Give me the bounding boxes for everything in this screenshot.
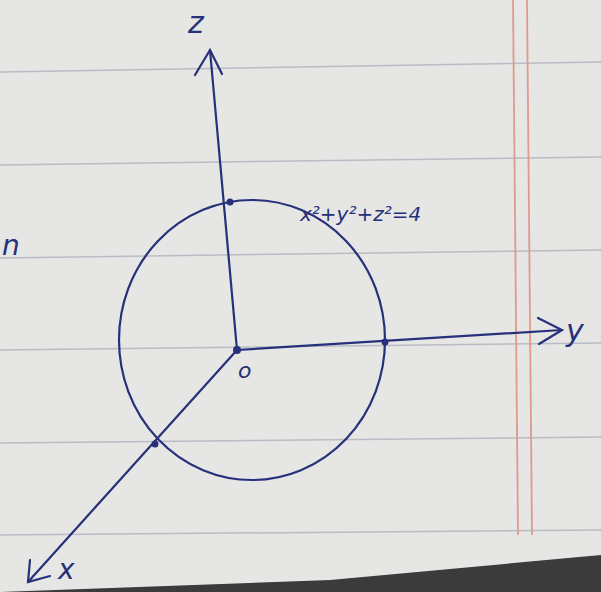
y-arrowhead [538, 318, 562, 344]
origin-label: o [238, 360, 251, 382]
z-axis [210, 50, 237, 350]
axis-label: y [566, 316, 584, 346]
page-edge [0, 555, 601, 592]
ruled-lines [0, 62, 601, 535]
margin-note: n [2, 232, 20, 260]
margin-lines [513, 0, 532, 535]
z-arrowhead [195, 50, 222, 75]
x-arrowhead [28, 560, 50, 582]
equation-label: x²+y²+z²=4 [300, 204, 421, 224]
axis-label: x [58, 556, 75, 584]
y-axis [237, 330, 562, 350]
x-axis [28, 350, 237, 582]
intersection-dots [152, 199, 389, 448]
axes-and-sphere [28, 50, 562, 582]
axis-label: z [188, 8, 204, 38]
